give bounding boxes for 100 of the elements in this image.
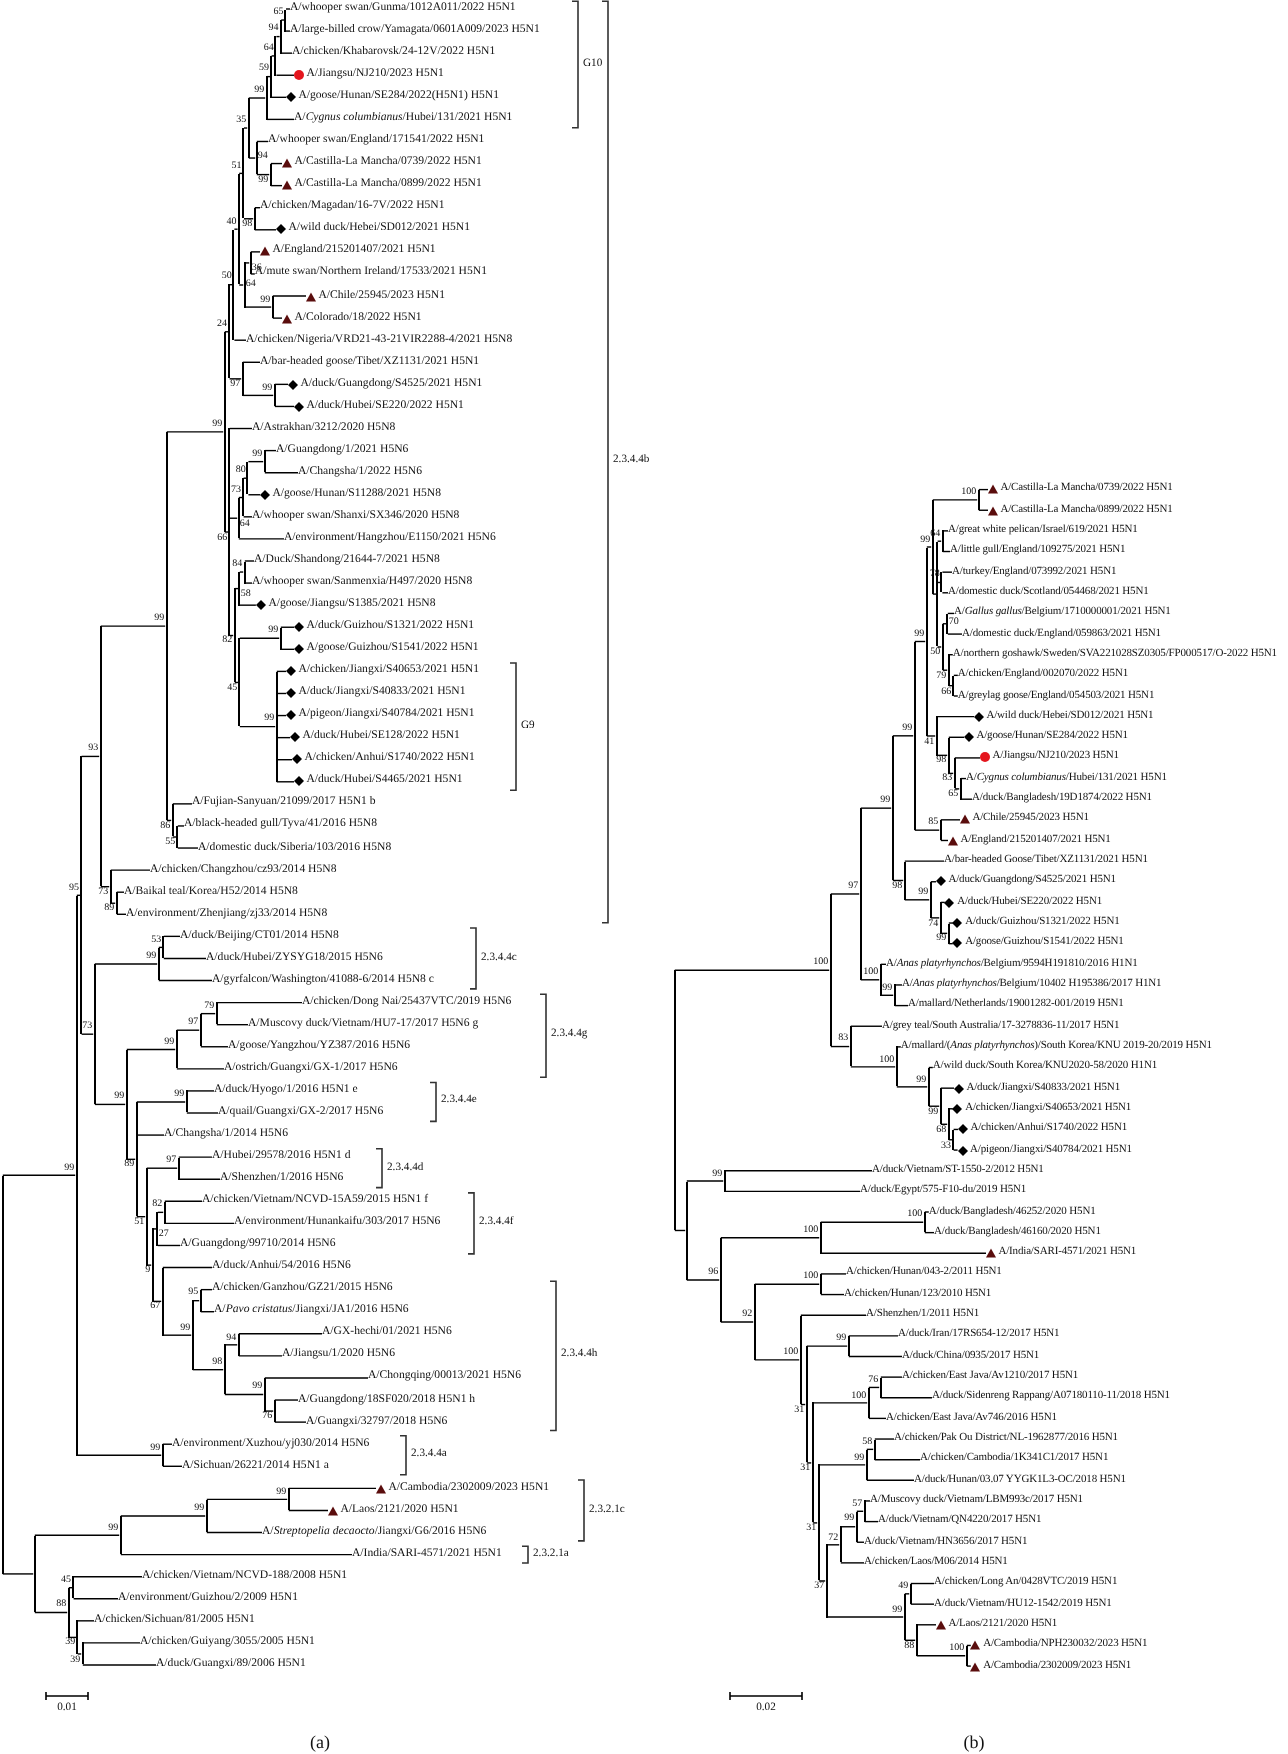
tree-branch: [892, 735, 914, 737]
clade-junction-line: [119, 1515, 121, 1555]
tree-branch: [820, 1273, 847, 1275]
clade-junction-line: [237, 1333, 239, 1356]
clade-junction-line: [279, 627, 281, 650]
tree-branch: [250, 273, 256, 275]
tree-branch: [940, 932, 948, 935]
tree-branch: [238, 496, 243, 499]
tree-branch: [806, 1345, 848, 1347]
clade-junction-line: [177, 1157, 179, 1180]
clade-junction-line: [271, 296, 273, 319]
clade-junction-line: [719, 1237, 721, 1323]
tree-branch: [930, 881, 937, 883]
tree-branch: [229, 634, 234, 637]
tree-branch: [264, 472, 299, 474]
tree-branch: [860, 979, 880, 981]
tree-branch: [941, 592, 949, 594]
tree-branch: [216, 1001, 303, 1004]
tree-branch: [244, 582, 253, 584]
tree-branch: [904, 899, 930, 901]
tree-branch: [77, 1620, 95, 1622]
clade-junction-line: [799, 1315, 801, 1405]
clade-junction-line: [67, 1587, 69, 1638]
clade-junction-line: [163, 1201, 165, 1224]
tree-branch: [162, 1334, 192, 1336]
tree-branch: [120, 1553, 353, 1556]
clade-junction-line: [76, 1620, 78, 1654]
tree-branch: [239, 725, 276, 728]
tree-branch: [229, 427, 253, 430]
clade-junction-line: [929, 881, 931, 918]
clade-junction-line: [859, 808, 861, 980]
tree-branch: [244, 560, 255, 562]
tree-branch: [126, 1048, 176, 1051]
tree-branch: [34, 1534, 120, 1536]
clade-junction-line: [81, 1642, 83, 1665]
tree-branch: [247, 494, 261, 496]
clade-junction-line: [109, 870, 111, 904]
tree-branch: [280, 626, 295, 628]
tree-branch: [256, 140, 269, 143]
clade-junction-line: [242, 478, 244, 517]
clade-junction-line: [253, 207, 255, 230]
tree-branch: [754, 1359, 800, 1361]
tree-branch: [176, 1029, 200, 1031]
tree-branch: [234, 681, 239, 684]
tree-branch: [206, 1531, 263, 1534]
tree-branch: [960, 777, 967, 780]
tree-branch: [830, 1045, 850, 1048]
clade-junction-line: [275, 671, 277, 782]
clade-junction-line: [977, 489, 979, 511]
tree-branch: [242, 516, 253, 518]
clade-junction-line: [952, 1129, 954, 1151]
tree-branch: [224, 1393, 264, 1396]
clade-junction-line: [243, 561, 245, 584]
tree-branch: [178, 1156, 213, 1158]
clade-junction-line: [205, 1499, 207, 1533]
tree-branch: [239, 604, 257, 606]
tree-branch: [274, 1421, 307, 1423]
tree-branch: [880, 1376, 903, 1378]
tree-branch: [157, 1244, 181, 1247]
clade-junction-line: [185, 1090, 187, 1113]
tree-branch: [158, 946, 163, 949]
tree-branch: [172, 836, 177, 838]
tree-branch: [820, 1293, 845, 1296]
clade-junction-line: [232, 229, 235, 341]
clade-junction-line: [959, 778, 961, 800]
tree-branch: [686, 1279, 720, 1281]
tree-branch: [936, 754, 948, 757]
tree-branch: [276, 670, 287, 673]
tree-branch: [166, 819, 172, 822]
clade-junction-line: [873, 1439, 875, 1460]
tree-branch: [940, 819, 961, 821]
tree-branch: [830, 893, 860, 895]
tree-branch: [272, 317, 283, 319]
clade-junction-line: [287, 1488, 289, 1511]
tree-branch: [924, 1211, 930, 1213]
clade-junction-line: [33, 1535, 35, 1613]
tree-branch: [270, 162, 283, 165]
tree-branch: [952, 1128, 959, 1131]
tree-branch: [233, 228, 239, 230]
tree-branch: [238, 538, 285, 540]
tree-branch: [894, 984, 903, 986]
tree-branch: [288, 1487, 377, 1490]
clade-junction-line: [99, 626, 101, 887]
clade-junction-line: [125, 1049, 127, 1160]
clade-junction-line: [249, 251, 251, 274]
clade-junction-line: [246, 461, 249, 495]
tree-branch: [157, 1211, 164, 1214]
tree-branch: [926, 735, 936, 737]
tree-branch: [116, 891, 125, 893]
tree-branch: [850, 1066, 896, 1068]
clade-junction-line: [946, 613, 948, 635]
clade-junction-line: [819, 1273, 821, 1295]
clade-junction-line: [847, 1335, 849, 1357]
clade-junction-line: [145, 1168, 147, 1266]
tree-branch: [754, 1283, 820, 1285]
clade-junction-line: [162, 936, 164, 959]
tree-branch: [686, 1180, 724, 1182]
tree-branch: [266, 118, 295, 121]
tree-branch: [910, 1582, 935, 1585]
tree-branch: [243, 127, 248, 129]
